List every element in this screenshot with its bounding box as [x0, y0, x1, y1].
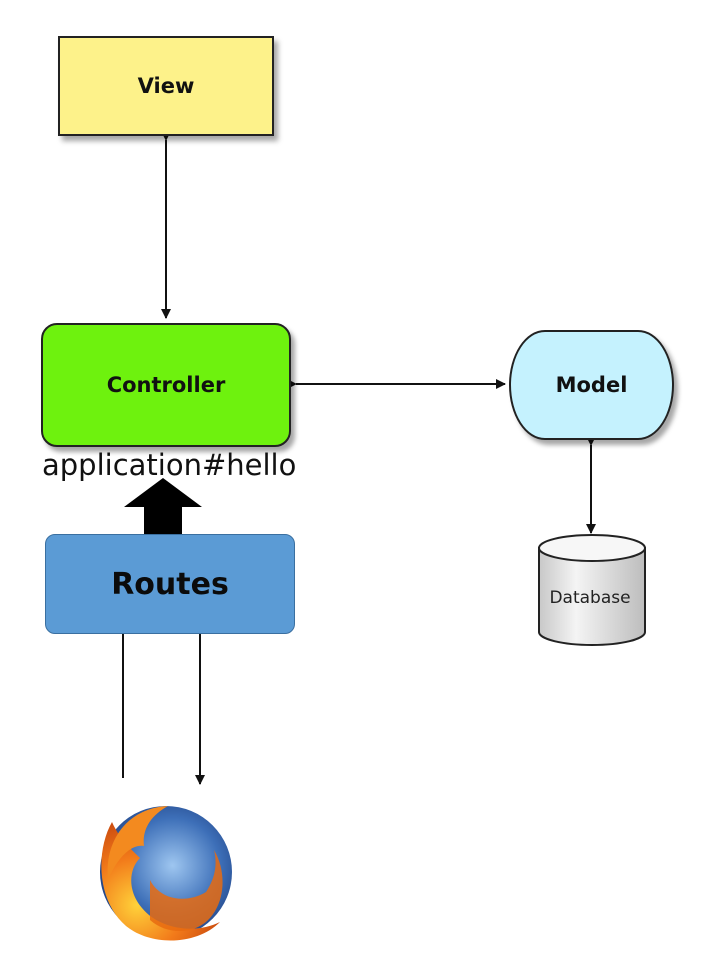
routes-label: Routes [111, 566, 229, 602]
database-label: Database [549, 588, 631, 608]
firefox-logo-icon [100, 806, 232, 941]
database-cylinder [538, 534, 646, 646]
controller-action-label: application#hello [42, 448, 297, 482]
model-label: Model [555, 373, 628, 397]
model-box: Model [509, 330, 674, 440]
controller-box: Controller [41, 323, 291, 447]
view-label: View [137, 74, 195, 98]
routes-to-controller-arrow [124, 478, 202, 536]
routes-box: Routes [45, 534, 295, 634]
view-box: View [58, 36, 274, 136]
controller-label: Controller [106, 373, 226, 397]
